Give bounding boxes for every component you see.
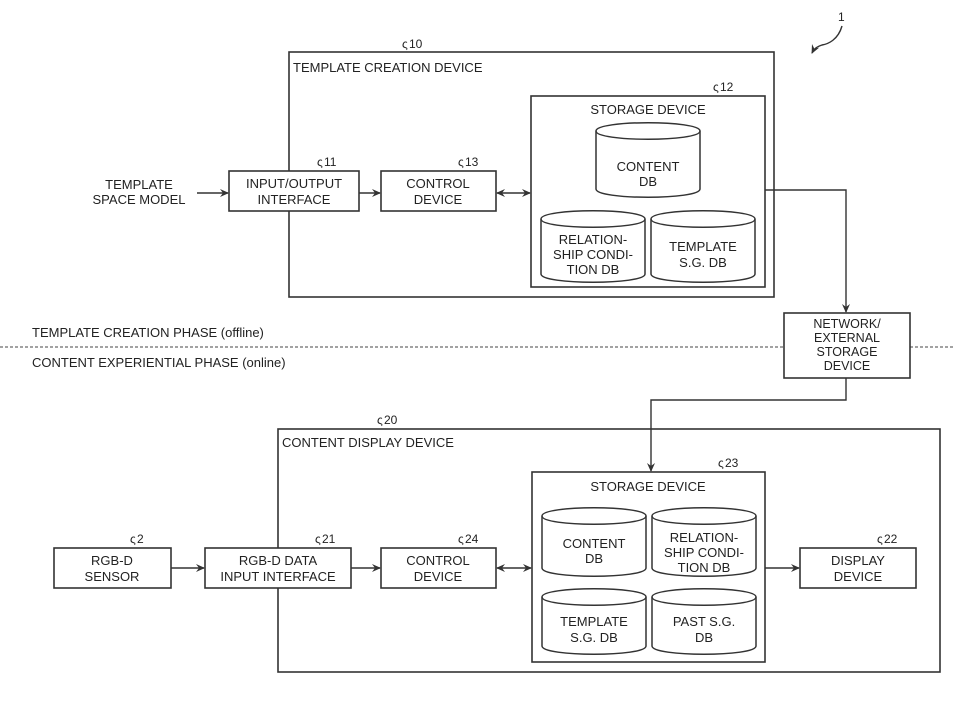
- content-display-device-ref: 20: [384, 413, 398, 427]
- db-template-sg-line2: S.G. DB: [679, 255, 727, 270]
- content-display-device: CONTENT DISPLAY DEVICE ς 20 RGB-D SENSOR…: [53, 413, 941, 673]
- network-line4: DEVICE: [824, 359, 871, 373]
- ref-marker-12: ς: [713, 80, 719, 94]
- db-content-23-line1: CONTENT: [563, 536, 626, 551]
- ref-marker-24: ς: [458, 532, 464, 546]
- arrow-storage-to-network: [765, 189, 850, 313]
- ref-marker-23: ς: [718, 456, 724, 470]
- network-storage-box[interactable]: [783, 312, 911, 379]
- ref-marker-13: ς: [458, 155, 464, 169]
- display-device-ref: 22: [884, 532, 898, 546]
- storage-device-ref: 12: [720, 80, 734, 94]
- control-device-line2: DEVICE: [414, 192, 463, 207]
- db-relationship-line2: SHIP CONDI-: [553, 247, 633, 262]
- io-interface-ref: 11: [324, 155, 337, 169]
- db-relationship-condition[interactable]: RELATION- SHIP CONDI- TION DB: [540, 210, 646, 283]
- ref-marker-20: ς: [377, 413, 383, 427]
- arrow-network-to-storage: [647, 378, 847, 472]
- control-device-line1: CONTROL: [406, 176, 470, 191]
- phase-online-label: CONTENT EXPERIENTIAL PHASE (online): [32, 355, 286, 370]
- db-relationship-23-line3: TION DB: [678, 560, 731, 575]
- db-past-sg-23-line1: PAST S.G.: [673, 614, 735, 629]
- display-device-line1: DISPLAY: [831, 553, 885, 568]
- db-content[interactable]: CONTENT DB: [595, 122, 701, 198]
- db-relationship-23[interactable]: RELATION- SHIP CONDI- TION DB: [651, 507, 757, 577]
- ref-marker-10: ς: [402, 37, 408, 51]
- db-content-line2: DB: [639, 174, 657, 189]
- network-line2: EXTERNAL: [814, 331, 880, 345]
- ref-marker-22: ς: [877, 532, 883, 546]
- network-line1: NETWORK/: [813, 317, 881, 331]
- system-ref-number: 1: [838, 10, 845, 24]
- db-template-sg-23-line2: S.G. DB: [570, 630, 618, 645]
- db-content-23[interactable]: CONTENT DB: [541, 507, 647, 577]
- rgbd-sensor-box[interactable]: [53, 547, 172, 589]
- rgbd-sensor-line1: RGB-D: [91, 553, 133, 568]
- rgbd-sensor-line2: SENSOR: [85, 569, 140, 584]
- db-relationship-23-line1: RELATION-: [670, 530, 738, 545]
- ref-marker-2: ς: [130, 532, 136, 546]
- db-relationship-23-line2: SHIP CONDI-: [664, 545, 744, 560]
- control-device-24-line2: DEVICE: [414, 569, 463, 584]
- template-creation-device: TEMPLATE CREATION DEVICE ς 10 TEMPLATE S…: [93, 37, 775, 298]
- rgbd-input-line2: INPUT INTERFACE: [220, 569, 336, 584]
- io-interface-line2: INTERFACE: [258, 192, 331, 207]
- io-interface-box[interactable]: [228, 170, 360, 212]
- rgbd-input-interface-box[interactable]: [204, 547, 352, 589]
- control-device-ref: 13: [465, 155, 479, 169]
- db-template-sg[interactable]: TEMPLATE S.G. DB: [650, 210, 756, 283]
- ref-marker-11: ς: [317, 155, 323, 169]
- content-display-device-title: CONTENT DISPLAY DEVICE: [282, 435, 454, 450]
- rgbd-input-ref: 21: [322, 532, 336, 546]
- ref-marker-21: ς: [315, 532, 321, 546]
- db-relationship-line3: TION DB: [567, 262, 620, 277]
- db-template-sg-line1: TEMPLATE: [669, 239, 737, 254]
- phase-offline-label: TEMPLATE CREATION PHASE (offline): [32, 325, 264, 340]
- system-ref-arrow: [811, 25, 843, 54]
- storage-device-title: STORAGE DEVICE: [590, 102, 706, 117]
- control-device-24-ref: 24: [465, 532, 479, 546]
- io-interface-line1: INPUT/OUTPUT: [246, 176, 342, 191]
- db-past-sg-23[interactable]: PAST S.G. DB: [651, 588, 757, 655]
- db-relationship-line1: RELATION-: [559, 232, 627, 247]
- control-device-24-box[interactable]: [380, 547, 497, 589]
- db-template-sg-23-line1: TEMPLATE: [560, 614, 628, 629]
- network-line3: STORAGE: [817, 345, 878, 359]
- storage-device-23-ref: 23: [725, 456, 739, 470]
- db-template-sg-23[interactable]: TEMPLATE S.G. DB: [541, 588, 647, 655]
- template-creation-device-title: TEMPLATE CREATION DEVICE: [293, 60, 483, 75]
- rgbd-sensor-ref: 2: [137, 532, 144, 546]
- storage-device-23-title: STORAGE DEVICE: [590, 479, 706, 494]
- template-creation-device-ref: 10: [409, 37, 423, 51]
- db-content-line1: CONTENT: [617, 159, 680, 174]
- system-ref-pointer: 1: [811, 10, 845, 54]
- rgbd-input-line1: RGB-D DATA: [239, 553, 318, 568]
- display-device-box[interactable]: [799, 547, 917, 589]
- db-past-sg-23-line2: DB: [695, 630, 713, 645]
- control-device-24-line1: CONTROL: [406, 553, 470, 568]
- db-content-23-line2: DB: [585, 551, 603, 566]
- display-device-line2: DEVICE: [834, 569, 883, 584]
- template-space-model-label-line1: TEMPLATE: [105, 177, 173, 192]
- template-space-model-label-line2: SPACE MODEL: [93, 192, 186, 207]
